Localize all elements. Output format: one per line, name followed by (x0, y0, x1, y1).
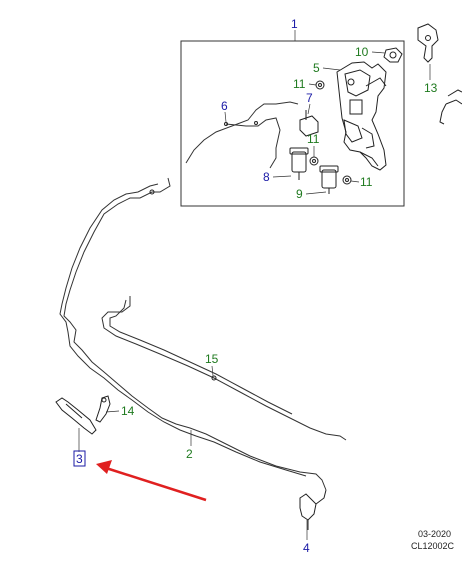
callout-14: 14 (121, 404, 135, 418)
bolt-11a (315, 80, 325, 90)
highlight-arrow (96, 460, 207, 502)
washer-pump-9 (319, 165, 339, 194)
callout-15: 15 (205, 352, 219, 366)
callout-9: 9 (296, 187, 303, 201)
hose-6 (185, 101, 299, 169)
part-4 (299, 489, 327, 530)
callout-5: 5 (313, 61, 320, 75)
callout-2: 2 (186, 447, 193, 461)
callout-11c: 11 (360, 175, 373, 189)
callout-3-highlight-box (73, 450, 86, 467)
leader-6 (224, 111, 227, 123)
bolt-11c (342, 175, 352, 185)
callout-7: 7 (306, 91, 313, 105)
connector-14 (95, 395, 111, 423)
washer-pump-8 (289, 147, 309, 180)
leader-11c (350, 180, 360, 183)
washer-jet-3 (55, 397, 97, 435)
washer-reservoir (336, 61, 387, 171)
callout-4: 4 (303, 541, 310, 555)
leader-9 (305, 191, 327, 195)
footer-date: 03-2020 (418, 529, 451, 539)
reservoir-cap (383, 47, 403, 63)
callout-3: 3 (76, 452, 83, 466)
hose-15 (101, 296, 347, 441)
leader-15 (211, 365, 214, 377)
level-sensor (299, 110, 319, 137)
reservoir-group-frame (180, 40, 405, 207)
leader-10 (371, 51, 386, 54)
leader-5 (322, 67, 341, 71)
callout-8: 8 (263, 170, 270, 184)
callout-1: 1 (291, 17, 298, 31)
callout-11a: 11 (293, 77, 306, 91)
callout-11b: 11 (307, 132, 320, 146)
leader-7 (307, 103, 311, 115)
bolt-11b (309, 156, 319, 166)
leader-8 (272, 175, 292, 178)
leader-11a (308, 83, 317, 86)
callout-13: 13 (424, 81, 438, 95)
leader-14 (105, 410, 120, 413)
main-hose-2 (59, 177, 327, 491)
bracket-13 (417, 23, 439, 63)
footer-code: CL12002C (411, 541, 455, 551)
partial-part-right (439, 89, 462, 125)
callout-6: 6 (221, 99, 228, 113)
callout-10: 10 (355, 45, 369, 59)
